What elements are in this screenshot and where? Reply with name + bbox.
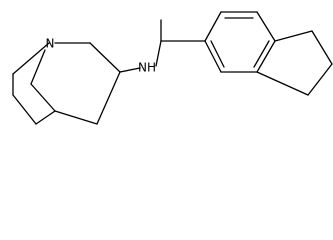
bond-c5-c6 (30, 83, 56, 112)
molecule-structure: N NH (12, 11, 333, 125)
bond-cp-4 (256, 71, 309, 96)
bond-c9-c7 (96, 71, 121, 125)
bond-c8-c9 (89, 42, 121, 73)
structure-canvas: N NH (12, 11, 333, 125)
bond-ar-d-e (256, 40, 276, 73)
atom-label-nh: NH (138, 61, 156, 75)
bond-ar-c-d (256, 11, 276, 42)
atom-label-n1: N (46, 37, 55, 51)
bond-ar-a-b (204, 11, 222, 42)
bond-ar-f-a (204, 40, 222, 73)
bond-cp-2 (311, 30, 333, 65)
amine-linker (119, 19, 206, 73)
bond-cp-1 (274, 30, 313, 42)
bond-n1-c5 (30, 49, 46, 85)
bond-c6-c7 (54, 110, 98, 125)
bond-nh-chiral (155, 40, 162, 67)
quinuclidine-cage (12, 42, 121, 125)
bond-ar-double-3 (210, 40, 225, 68)
indane-ring (204, 11, 333, 96)
bond-ar-double-2 (253, 40, 270, 68)
bond-c3-c4 (12, 94, 37, 125)
bond-c6-c4 (35, 110, 56, 125)
bond-n1-c2 (12, 42, 50, 75)
bond-c9-nh (119, 67, 141, 73)
bond-cp-3 (307, 63, 333, 96)
